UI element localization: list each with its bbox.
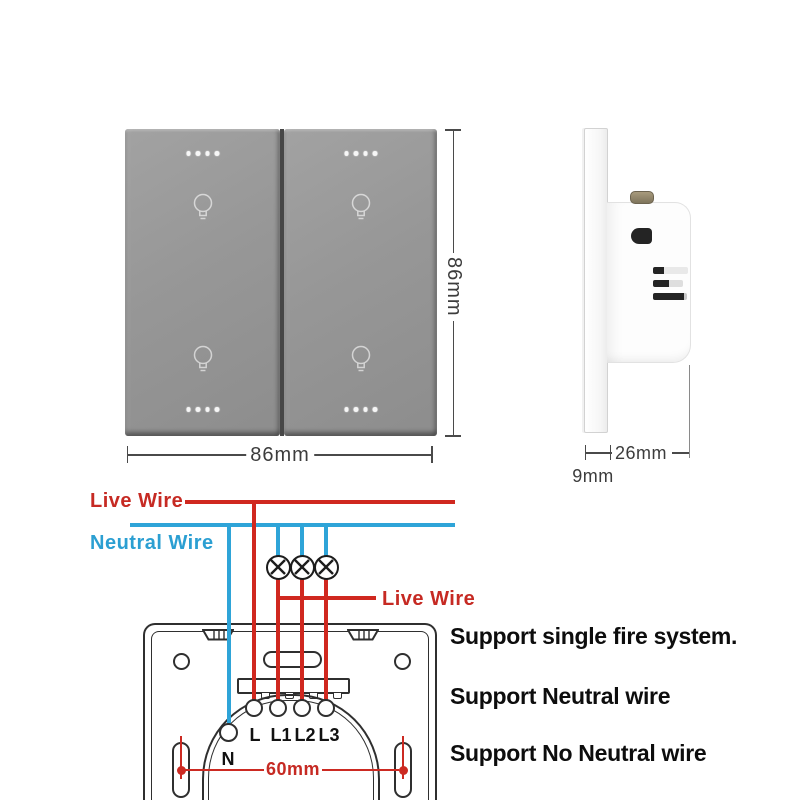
side-view-panel xyxy=(584,128,608,433)
load-live-wire-label: Live Wire xyxy=(382,588,476,610)
width-dimension-label: 86mm xyxy=(246,444,314,467)
height-dimension-label: 86mm xyxy=(442,253,465,321)
feature-text-neutral: Support Neutral wire xyxy=(450,683,671,709)
lamp-live-wire xyxy=(324,567,328,708)
lamp-live-wire xyxy=(276,567,280,708)
lamp-neutral-wire xyxy=(324,523,328,569)
depth-extension-line xyxy=(689,365,691,458)
terminal-label-N: N xyxy=(221,749,235,769)
spacing-dimension-dot xyxy=(398,765,408,775)
terminal-L2 xyxy=(293,699,311,717)
thickness-dimension-cap xyxy=(609,445,611,460)
indicator-dots xyxy=(344,407,377,412)
width-dimension-cap xyxy=(126,446,128,463)
terminal-L3 xyxy=(317,699,335,717)
bulb-icon xyxy=(351,193,370,220)
terminal-L xyxy=(245,699,263,717)
lamp-neutral-wire xyxy=(276,523,280,569)
terminal-label-L2: L2 xyxy=(294,725,316,745)
thickness-dimension-label: 9mm xyxy=(572,466,614,487)
lamp-icon xyxy=(289,554,315,580)
screw-hole xyxy=(393,652,411,670)
live-drop-wire xyxy=(252,500,256,708)
bulb-icon xyxy=(193,193,212,220)
backplate-outer-outline xyxy=(143,623,437,800)
live-wire-line xyxy=(185,500,455,504)
screw-hole xyxy=(172,652,190,670)
spacing-dimension-dot xyxy=(176,765,186,775)
vent-slot xyxy=(653,267,688,274)
bulb-icon xyxy=(351,345,370,372)
indicator-dots xyxy=(186,151,219,156)
switch-panel-right xyxy=(284,129,437,436)
lamp-icon xyxy=(265,554,291,580)
live-wire-label: Live Wire xyxy=(90,490,184,512)
spacing-extension-tick xyxy=(402,736,404,779)
spacing-dimension-line xyxy=(185,768,264,772)
neutral-drop-wire xyxy=(227,523,231,735)
terminal-N xyxy=(219,723,238,742)
terminal-L1 xyxy=(269,699,287,717)
indicator-dots xyxy=(344,151,377,156)
screw-icon xyxy=(630,191,654,204)
thickness-dimension-cap xyxy=(584,445,586,460)
load-live-connector-line xyxy=(276,596,376,600)
panel-divider xyxy=(280,129,284,436)
spacing-extension-tick xyxy=(180,736,182,779)
terminal-label-L3: L3 xyxy=(318,725,340,745)
vent-slot xyxy=(653,280,683,287)
terminal-label-L1: L1 xyxy=(270,725,292,745)
terminal-block-tab xyxy=(333,692,342,699)
mounting-notch xyxy=(631,228,652,244)
backplate-inner-outline xyxy=(151,631,429,800)
terminal-label-L: L xyxy=(249,725,261,745)
neutral-wire-line xyxy=(130,523,455,527)
width-dimension-cap xyxy=(431,446,433,463)
feature-text-no-neutral: Support No Neutral wire xyxy=(450,740,707,766)
depth-dimension-line xyxy=(672,452,689,454)
vent-slot xyxy=(653,293,687,300)
lamp-icon xyxy=(313,554,339,580)
height-dimension-cap xyxy=(445,435,461,437)
top-slot xyxy=(263,651,322,668)
switch-front-view xyxy=(125,129,437,436)
feature-text-single-fire: Support single fire system. xyxy=(450,623,738,649)
lamp-live-wire xyxy=(300,567,304,708)
plate-notch xyxy=(347,629,379,641)
depth-dimension-label: 26mm xyxy=(611,443,671,464)
spacing-dimension-label: 60mm xyxy=(265,759,321,779)
neutral-wire-label: Neutral Wire xyxy=(90,532,214,554)
indicator-dots xyxy=(186,407,219,412)
lamp-neutral-wire xyxy=(300,523,304,569)
height-dimension-cap xyxy=(445,129,461,131)
switch-panel-left xyxy=(125,129,280,436)
thickness-dimension-line xyxy=(585,452,613,454)
bulb-icon xyxy=(193,345,212,372)
spacing-dimension-line xyxy=(322,768,399,772)
